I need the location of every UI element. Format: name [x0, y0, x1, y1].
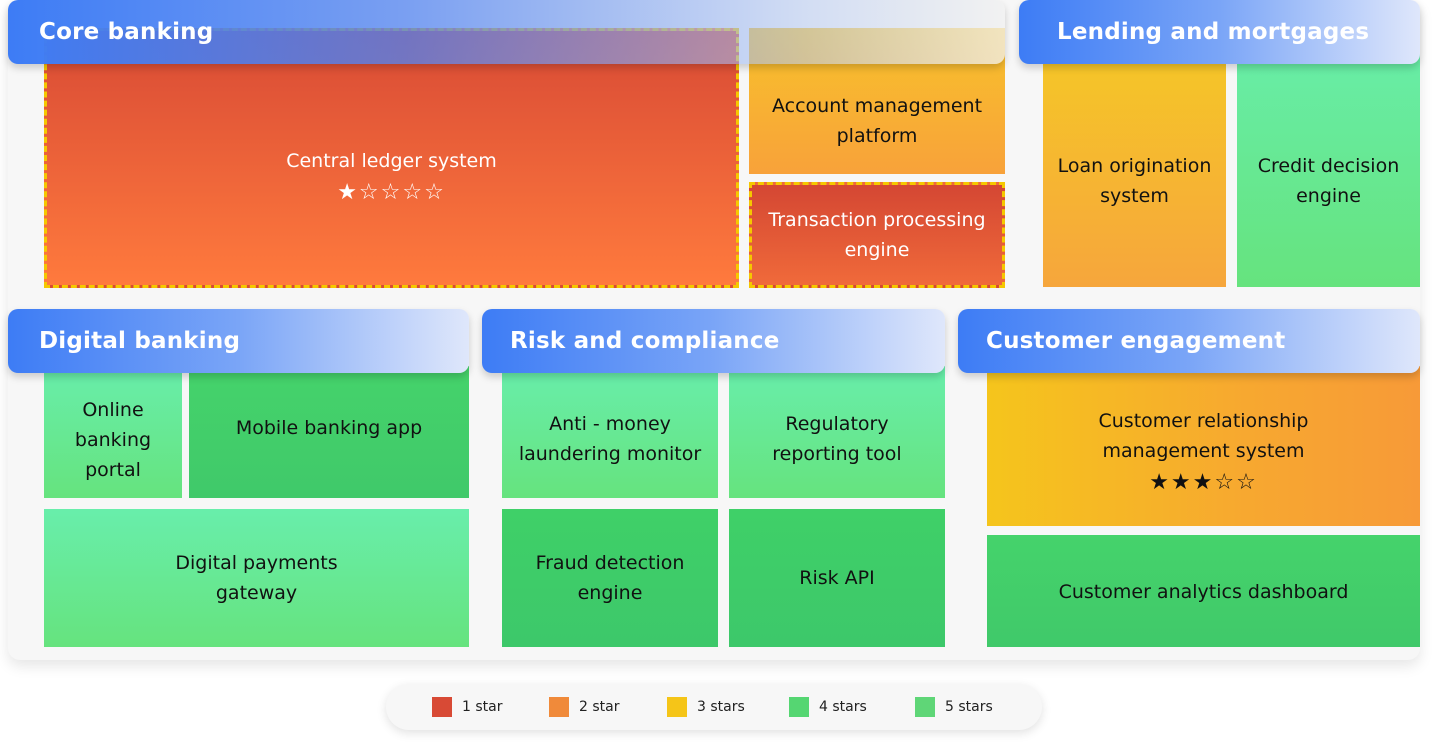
group-header-digital-banking[interactable]: Digital banking — [8, 309, 469, 373]
tile-central-ledger-system[interactable]: Central ledger system ★☆☆☆☆ — [44, 28, 739, 288]
legend-item-3-stars[interactable]: 3 stars — [667, 697, 789, 717]
star-rating: ★☆☆☆☆ — [337, 180, 446, 205]
legend-label: 1 star — [462, 699, 503, 715]
tile-label: Customer analytics dashboard — [1058, 581, 1349, 603]
legend-swatch — [549, 697, 569, 717]
tile-transaction-processing-engine[interactable]: Transaction processing engine — [749, 182, 1005, 288]
tile-label: Central ledger system — [286, 150, 497, 172]
tile-label: Account management platform — [771, 95, 983, 147]
legend-item-1-star[interactable]: 1 star — [432, 697, 549, 717]
legend-swatch — [667, 697, 687, 717]
legend-item-2-star[interactable]: 2 star — [549, 697, 667, 717]
tile-label: Regulatory reporting tool — [772, 413, 902, 465]
tile-anti-money-laundering-monitor[interactable]: Anti - money laundering monitor — [502, 366, 718, 498]
legend-swatch — [432, 697, 452, 717]
legend-item-4-stars[interactable]: 4 stars — [789, 697, 915, 717]
tile-regulatory-reporting-tool[interactable]: Regulatory reporting tool — [729, 366, 945, 498]
tile-credit-decision-engine[interactable]: Credit decision engine — [1237, 28, 1420, 287]
legend-label: 3 stars — [697, 699, 745, 715]
legend-swatch — [915, 697, 935, 717]
tile-digital-payments-gateway[interactable]: Digital payments gateway — [44, 509, 469, 647]
tile-label: Customer relationship management system — [1098, 410, 1309, 462]
tile-label: Credit decision engine — [1257, 154, 1400, 207]
legend-swatch — [789, 697, 809, 717]
tile-customer-analytics-dashboard[interactable]: Customer analytics dashboard — [987, 535, 1420, 647]
tile-label: Mobile banking app — [235, 417, 423, 439]
group-header-customer-engagement[interactable]: Customer engagement — [958, 309, 1420, 373]
tile-fraud-detection-engine[interactable]: Fraud detection engine — [502, 509, 718, 647]
star-rating: ★★★☆☆ — [1149, 470, 1258, 495]
tile-customer-relationship-management-system[interactable]: Customer relationship management system … — [987, 366, 1420, 526]
tile-label: Fraud detection engine — [535, 552, 685, 604]
tile-label: Risk API — [799, 567, 875, 589]
tile-label: Loan origination system — [1057, 154, 1212, 207]
tile-label: Digital payments gateway — [175, 552, 338, 604]
tile-label: Anti - money laundering monitor — [518, 413, 702, 465]
group-header-core-banking[interactable]: Core banking — [8, 0, 1005, 64]
tile-label: Transaction processing engine — [768, 209, 986, 261]
legend-label: 4 stars — [819, 699, 867, 715]
tile-mobile-banking-app[interactable]: Mobile banking app — [189, 366, 469, 498]
tile-online-banking-portal[interactable]: Online banking portal — [44, 366, 182, 498]
legend-item-5-stars[interactable]: 5 stars — [915, 697, 1015, 717]
legend: 1 star 2 star 3 stars 4 stars 5 stars — [386, 684, 1042, 730]
tile-label: Online banking portal — [74, 399, 152, 481]
legend-label: 2 star — [579, 699, 620, 715]
tile-loan-origination-system[interactable]: Loan origination system — [1043, 28, 1226, 287]
tile-risk-api[interactable]: Risk API — [729, 509, 945, 647]
group-header-lending[interactable]: Lending and mortgages — [1019, 0, 1420, 64]
group-header-risk-compliance[interactable]: Risk and compliance — [482, 309, 945, 373]
legend-label: 5 stars — [945, 699, 993, 715]
